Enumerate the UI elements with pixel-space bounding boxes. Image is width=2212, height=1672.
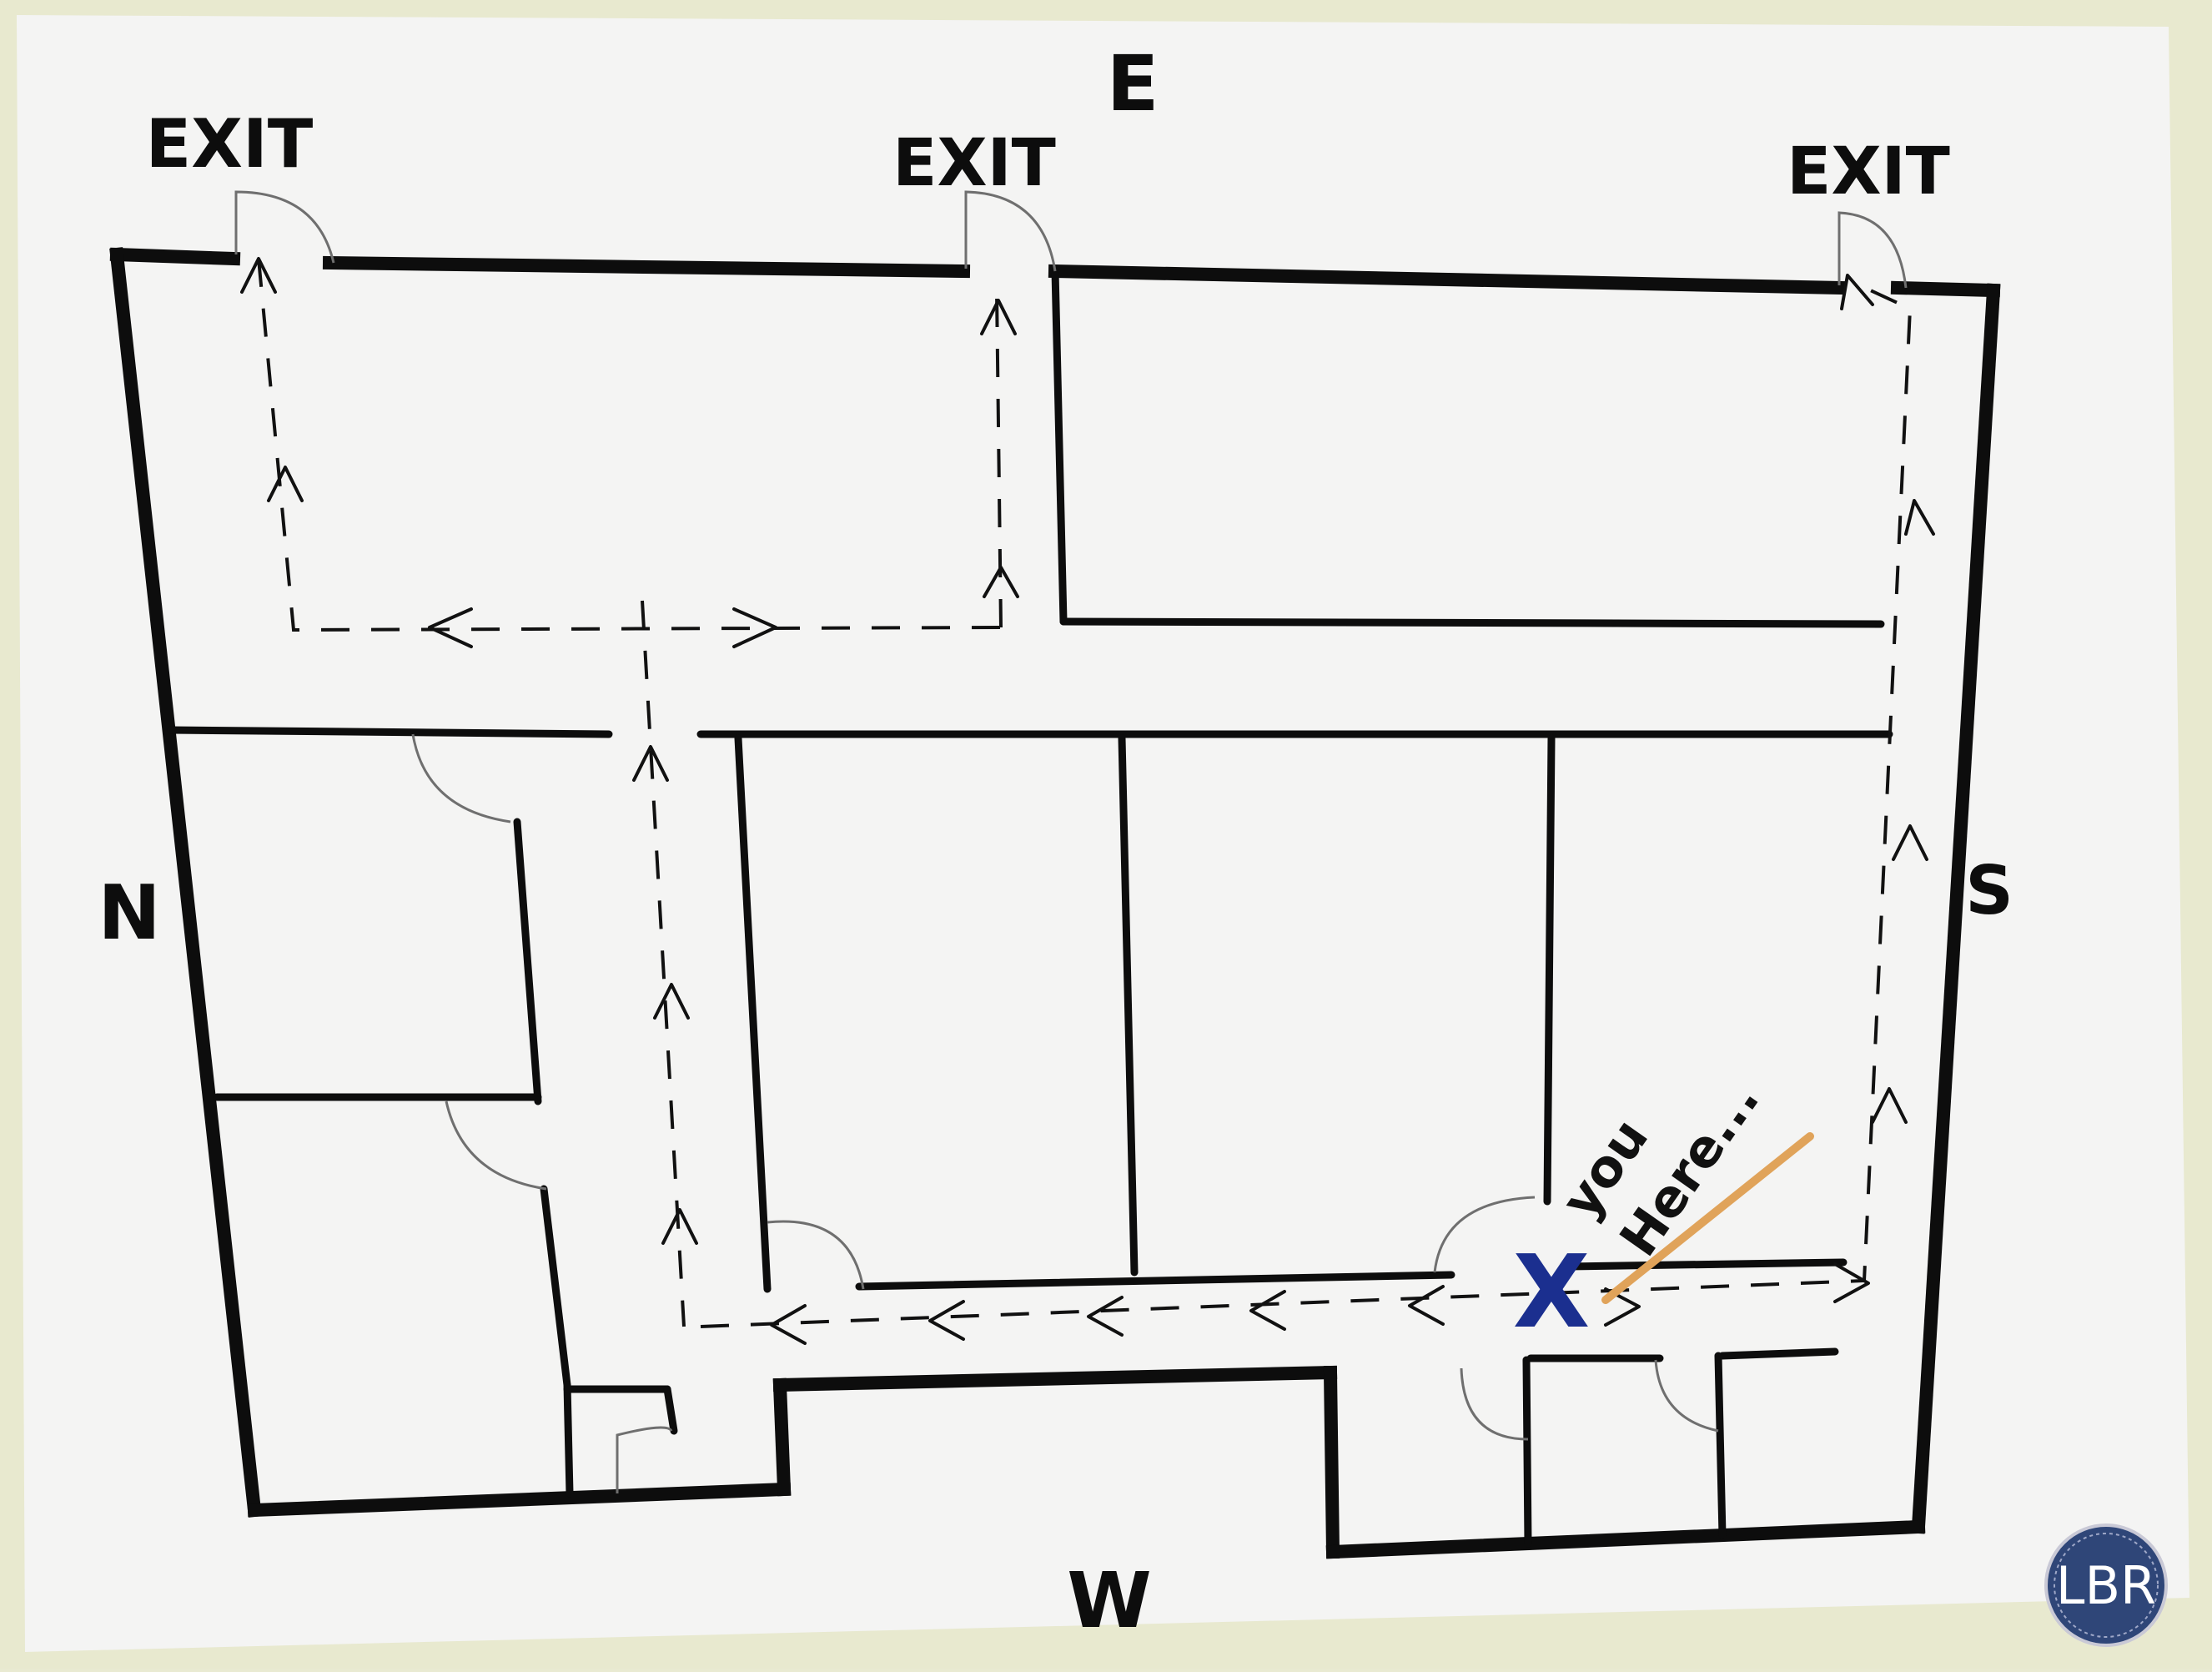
arrow-up-3 [980, 299, 1017, 335]
wall-step-c [1323, 1365, 1340, 1559]
badge-text: LBR [2056, 1555, 2156, 1616]
corridor-lower-wall-a [855, 1271, 1455, 1291]
room-ne-bottom-wall [1059, 617, 1885, 628]
room-w1-east-wall [1522, 1356, 1532, 1548]
room-n2-east-wall [540, 1185, 571, 1389]
corridor-upper-wall-left [167, 726, 613, 738]
route-arrows [240, 257, 1935, 1345]
pointer-line [1601, 1132, 1814, 1304]
arrow-right-top [732, 607, 777, 648]
wall-top-right-a [1048, 264, 1847, 295]
room-n1-door [411, 733, 511, 823]
lbr-badge: LBR [2044, 1523, 2168, 1647]
arrow-up-south-4 [1840, 274, 1874, 310]
compass-south: S [1965, 852, 2013, 929]
room-w2-door [1654, 1359, 1719, 1433]
closet-door [616, 1426, 673, 1493]
walls [109, 247, 2001, 1559]
closet-west-wall [563, 1381, 574, 1498]
badge-circle [2044, 1523, 2168, 1647]
badge-ring [2054, 1533, 2159, 1638]
arrow-up-corridor-2 [653, 983, 690, 1020]
arrow-up-corridor-3 [661, 1208, 698, 1245]
room-n2-door [445, 1100, 547, 1191]
wall-top-right-b [1890, 280, 2001, 298]
room-w1-door [1460, 1367, 1529, 1441]
arrow-left-top [428, 607, 473, 648]
arrow-up-south-1 [1871, 1087, 1908, 1124]
arrow-up-south-3 [1904, 499, 1935, 536]
arrow-left-4 [1249, 1290, 1286, 1331]
exit-label-center: EXIT [892, 126, 1056, 201]
exit-label-right: EXIT [1787, 134, 1950, 209]
arrow-up-4 [983, 566, 1019, 598]
arrow-up-2 [267, 466, 304, 502]
exit-door-center [964, 190, 1057, 272]
room-c3-east-wall [1543, 734, 1556, 1206]
room-n1-east-wall [513, 818, 542, 1105]
arrow-up-corridor-1 [632, 745, 669, 782]
exit-door-left [234, 190, 335, 264]
door-swings [234, 190, 1908, 1493]
wall-north [109, 247, 262, 1518]
closet-east-wall [663, 1385, 678, 1435]
room-ne-west-wall [1051, 267, 1068, 626]
exit-label-left: EXIT [146, 105, 314, 183]
room-w3-top-wall [1718, 1347, 1839, 1360]
interior-walls [167, 267, 1893, 1548]
arrow-left-3 [1087, 1296, 1124, 1337]
corridor-lower-wall-b [1564, 1258, 1848, 1271]
wall-south [1911, 283, 2001, 1534]
arrow-up-1 [240, 257, 277, 294]
arrow-left-5 [1408, 1285, 1445, 1326]
room-c1-door [767, 1220, 865, 1290]
you-are-here-marker: X [1513, 1235, 1591, 1351]
arrow-left-2 [928, 1300, 965, 1341]
room-c1-west-wall [734, 734, 772, 1293]
wall-step-a [772, 1377, 792, 1497]
compass-east: E [1107, 39, 1159, 128]
arrow-right-low-2 [1833, 1262, 1870, 1303]
route-north-top [257, 258, 1002, 632]
paper-sheet [17, 15, 2189, 1652]
arrow-up-south-2 [1892, 824, 1928, 861]
wall-west-right [1325, 1519, 1926, 1559]
wall-top-left-a [109, 247, 241, 266]
compass-north: N [98, 869, 160, 957]
route-main-corridor [641, 600, 686, 1327]
route-south [700, 282, 1913, 1328]
wall-step-b [772, 1365, 1338, 1392]
room-w2-east-wall [1714, 1352, 1727, 1539]
wall-top-left-b [322, 255, 971, 279]
exit-door-right [1837, 211, 1908, 289]
wall-west-left [247, 1482, 792, 1518]
arrow-left-1 [770, 1304, 807, 1345]
compass-west: W [1067, 1556, 1151, 1645]
room-c1-east-wall [1118, 734, 1139, 1277]
room-c3-door [1433, 1196, 1536, 1273]
